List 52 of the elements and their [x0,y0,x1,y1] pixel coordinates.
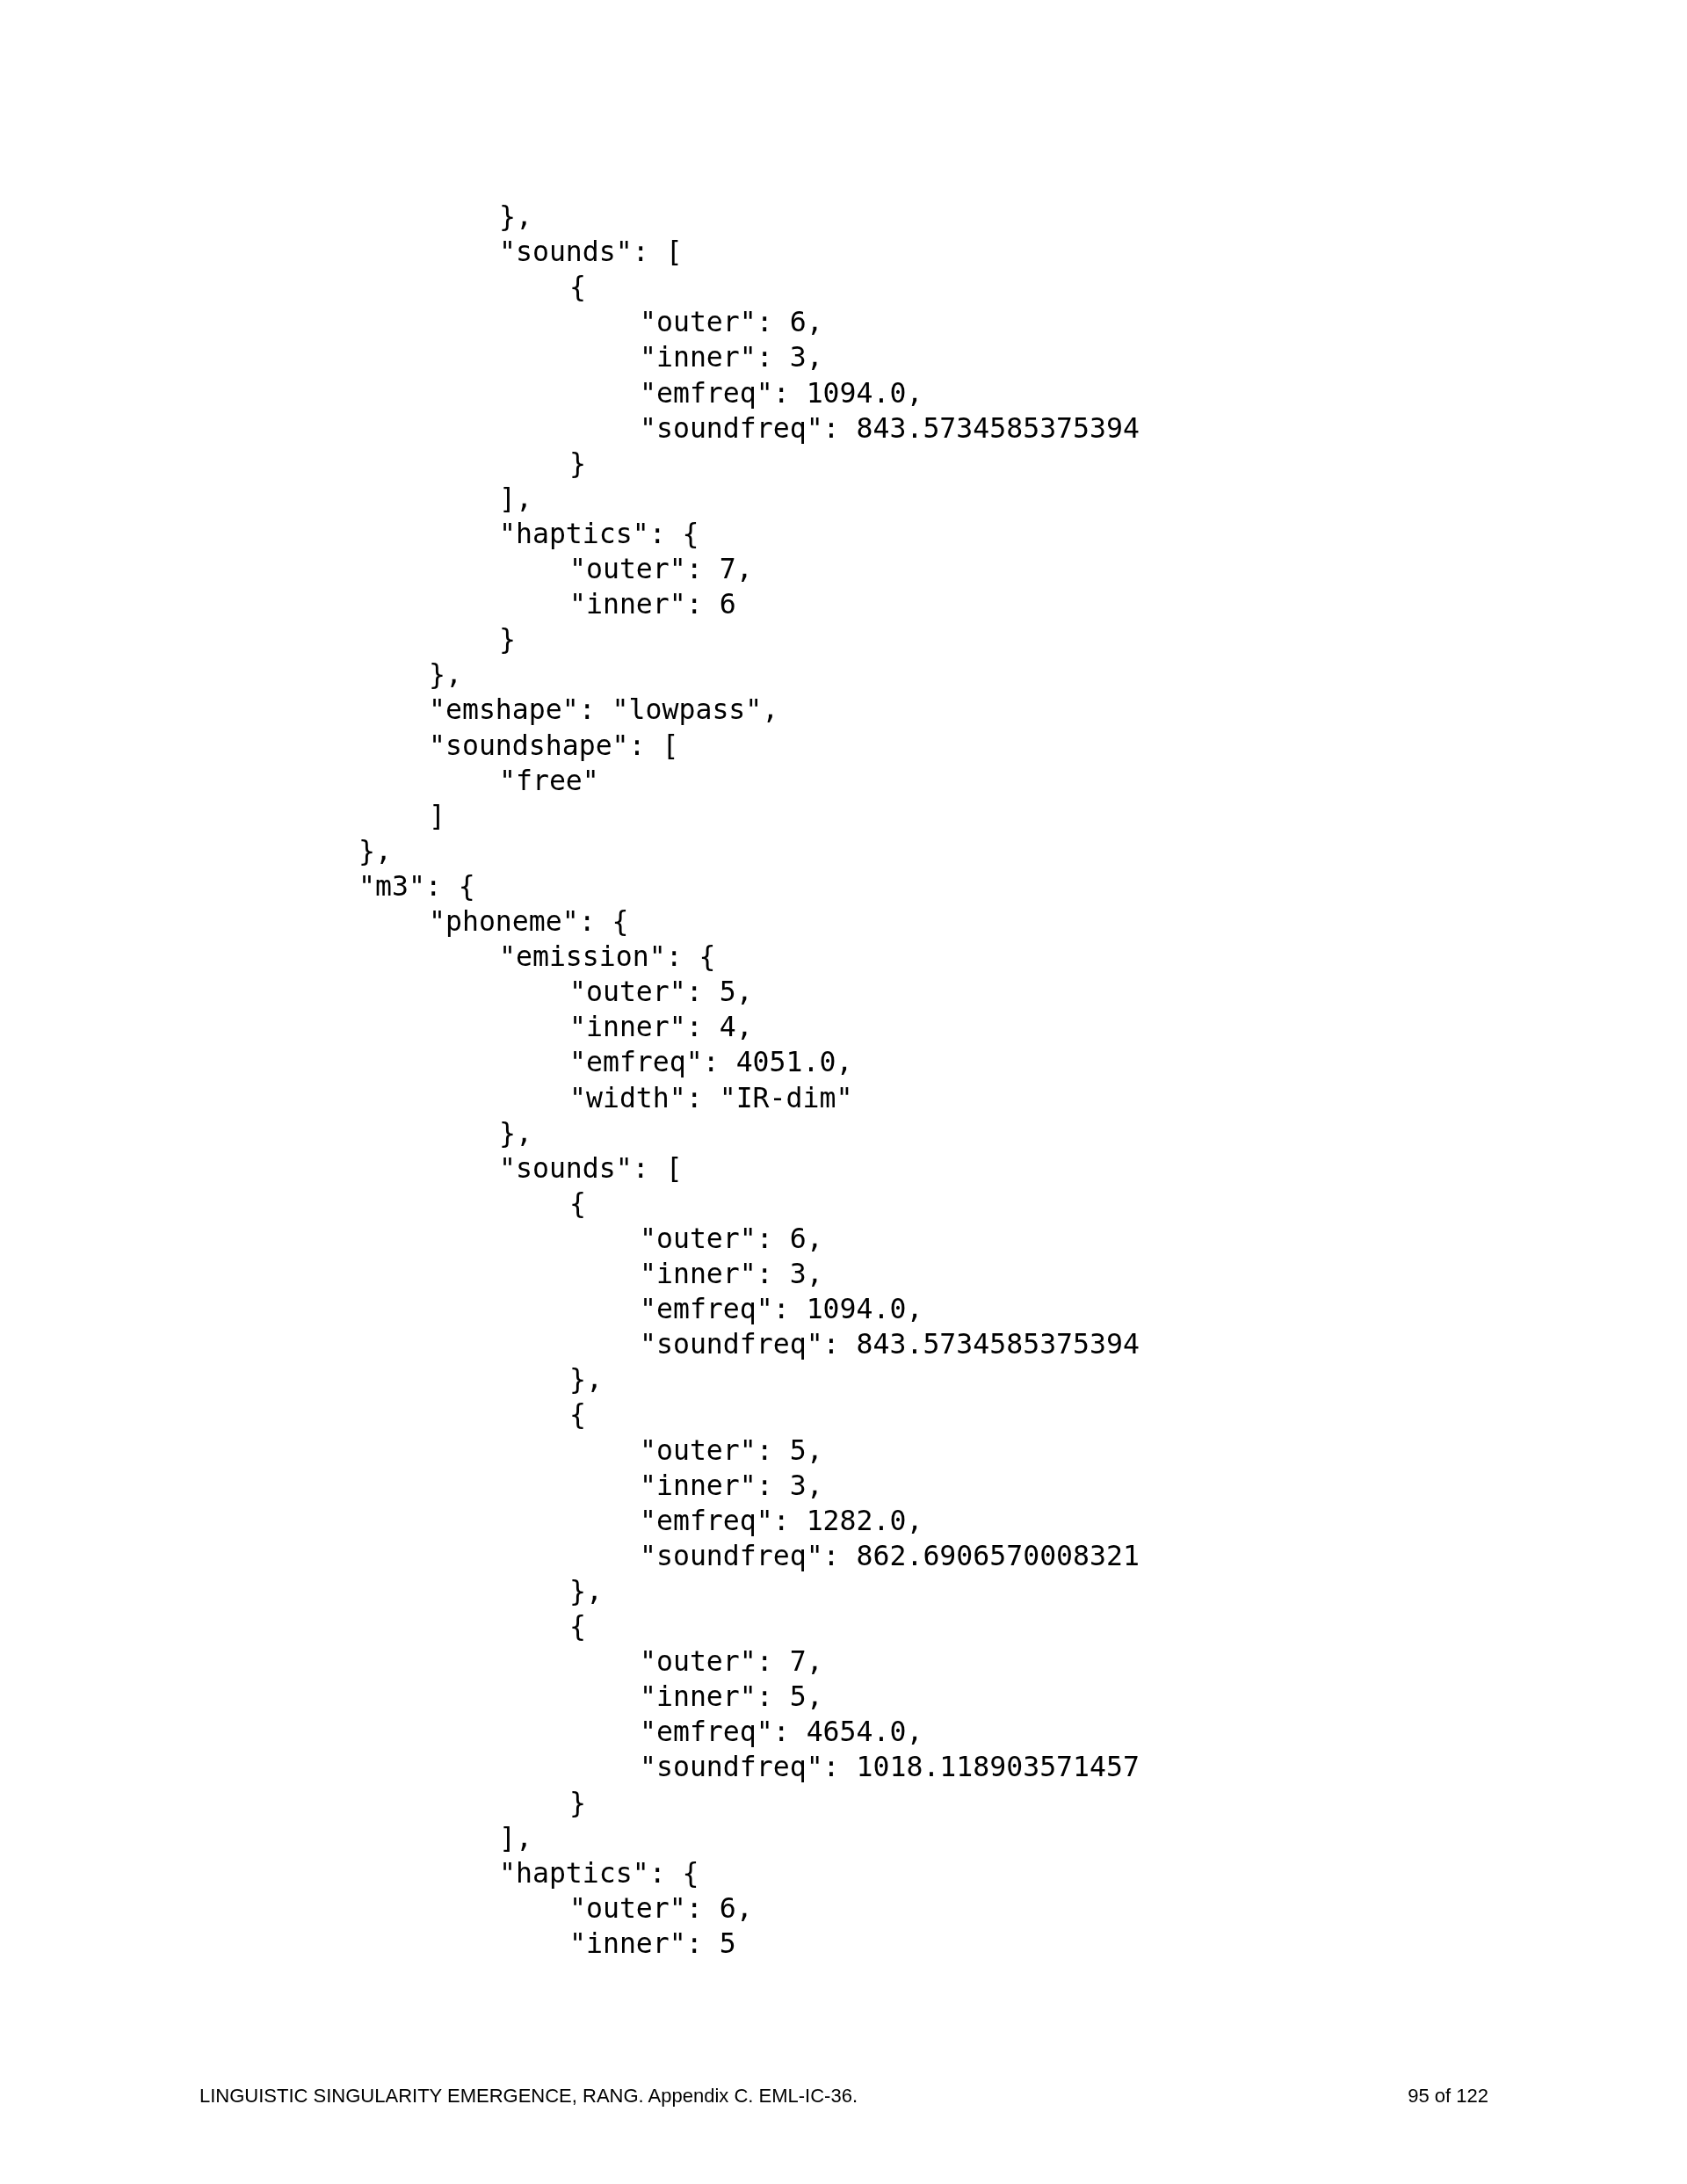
code-line: ] [429,798,445,833]
code-line: "inner": 3, [640,1257,823,1291]
code-line: }, [358,833,392,868]
code-line: "outer": 5, [569,975,753,1010]
code-line: "outer": 7, [569,552,753,586]
code-line: "emshape": "lowpass", [429,693,779,728]
code-line: { [569,1397,586,1433]
page-number: 95 of 122 [1408,2085,1488,2108]
code-line: } [569,1785,586,1820]
code-line: "emfreq": 1094.0, [640,1292,923,1327]
code-line: "sounds": [ [499,1150,683,1186]
code-line: "emfreq": 4654.0, [640,1715,923,1750]
code-line: "free" [499,763,599,798]
code-line: "soundshape": [ [429,728,679,763]
code-line: ], [499,1820,532,1855]
code-line: "emfreq": 4051.0, [569,1045,853,1080]
code-line: "emfreq": 1282.0, [640,1503,923,1538]
code-line: "inner": 3, [640,1468,823,1503]
code-line: }, [499,200,532,234]
code-line: "soundfreq": 843.5734585375394 [640,410,1140,446]
code-line: } [569,446,586,481]
code-line: "emission": { [499,940,716,975]
code-line: }, [569,1573,603,1608]
code-line: "outer": 6, [569,1890,753,1926]
code-line: "inner": 4, [569,1010,753,1045]
code-line: "outer": 6, [640,1221,823,1256]
code-line: "sounds": [ [499,235,683,270]
code-line: "outer": 5, [640,1433,823,1468]
code-line: "haptics": { [499,516,699,551]
code-line: { [569,1609,586,1643]
code-line: "haptics": { [499,1855,699,1890]
running-footer: LINGUISTIC SINGULARITY EMERGENCE, RANG. Appendix C. EML-IC-36. [199,2085,858,2108]
code-line: "outer": 6, [640,305,823,340]
code-line: { [569,1186,586,1221]
code-line: "width": "IR-dim" [569,1080,853,1115]
code-line: }, [569,1362,603,1397]
code-line: "inner": 6 [569,587,736,622]
code-line: }, [429,657,462,693]
code-line: "soundfreq": 843.5734585375394 [640,1327,1140,1362]
code-line: "inner": 5, [640,1680,823,1715]
code-line: "emfreq": 1094.0, [640,375,923,410]
code-line: "soundfreq": 862.6906570008321 [640,1538,1140,1573]
code-line: { [569,270,586,305]
code-line: "m3": { [358,868,475,903]
code-line: "inner": 3, [640,340,823,375]
code-line: ], [499,481,532,516]
code-line: "phoneme": { [429,904,629,939]
code-line: } [499,622,516,657]
code-line: "inner": 5 [569,1926,736,1961]
code-line: "soundfreq": 1018.118903571457 [640,1750,1140,1785]
code-line: }, [499,1115,532,1150]
code-line: "outer": 7, [640,1644,823,1680]
